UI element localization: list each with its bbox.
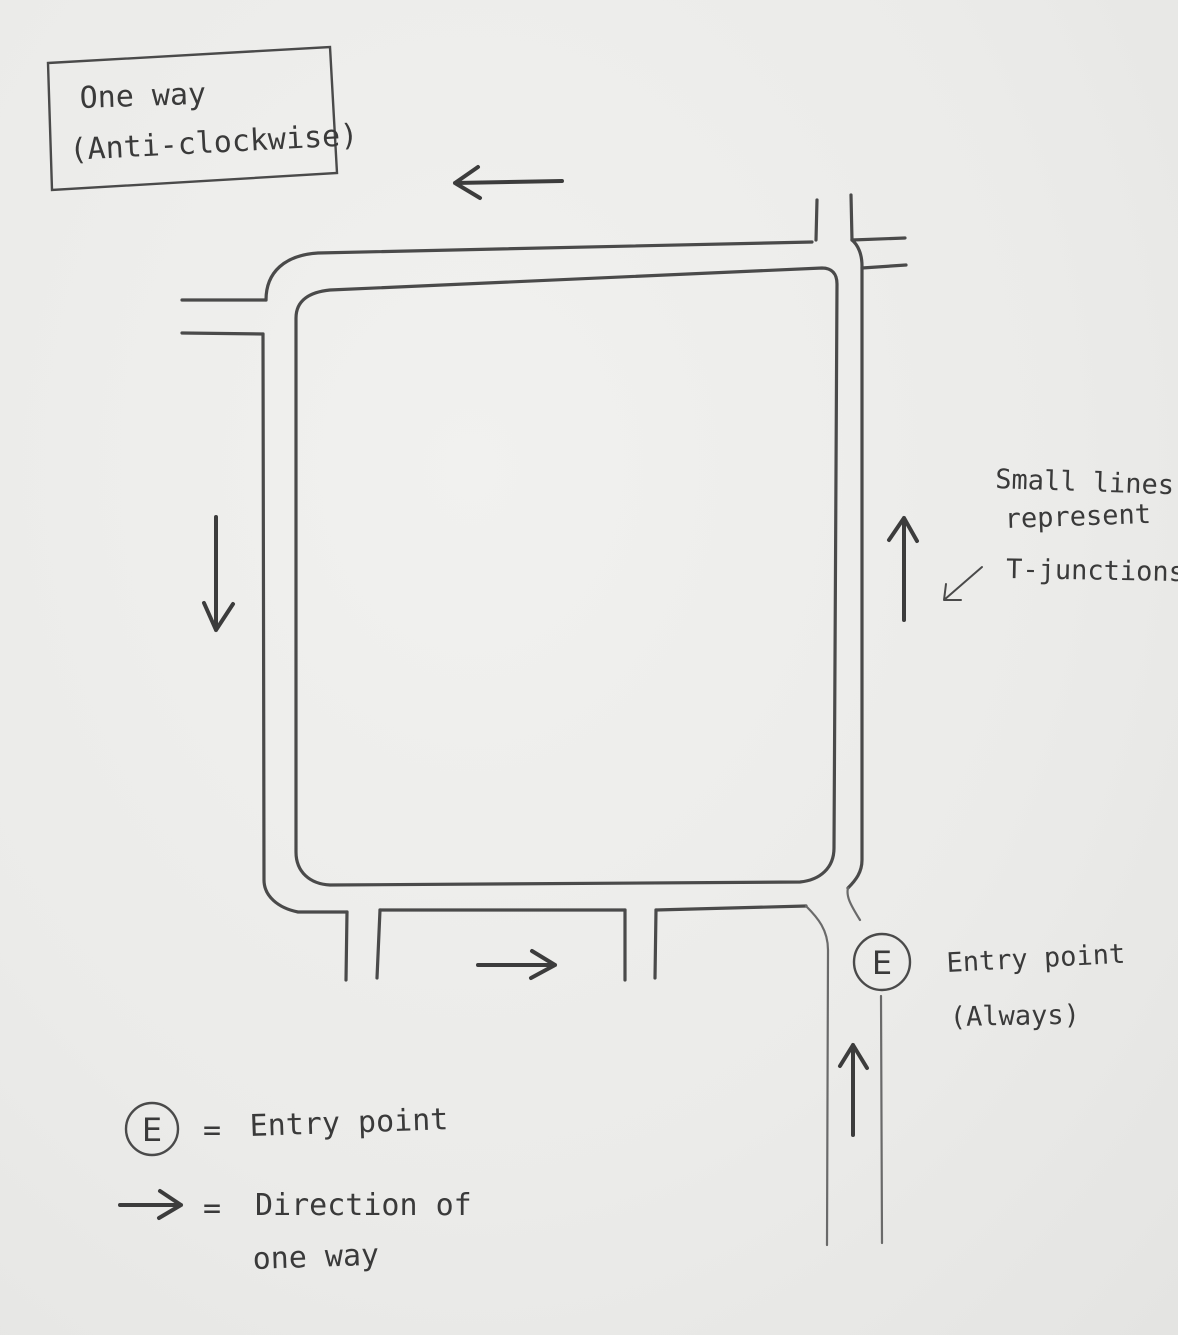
arrow-down-left-icon (943, 566, 983, 601)
legend: E = Entry point = Direction of one way (118, 1101, 472, 1277)
title-line-1: One way (79, 77, 207, 116)
title-box: One way (Anti-clockwise) (46, 45, 359, 192)
road-loop (261, 238, 864, 914)
annotation-line-1: Small lines (995, 464, 1175, 501)
entry-road-right-edge (846, 886, 884, 1245)
legend-arrow-right-icon (118, 1189, 183, 1220)
junction-top-left-line (814, 198, 819, 242)
t-junction-right (850, 236, 908, 270)
legend-direction-text-1: Direction of (255, 1188, 472, 1223)
entry-point-label: Entry point (Always) (946, 939, 1126, 1033)
entry-road (804, 886, 884, 1247)
legend-entry-letter: E (142, 1111, 162, 1149)
t-junction-bottom-middle (623, 908, 658, 982)
arrow-down-icon (202, 515, 235, 632)
legend-entry-equals: = (203, 1113, 221, 1148)
junction-left-lower-line (180, 331, 265, 336)
t-junction-left (180, 298, 268, 336)
legend-entry-row: E = Entry point (124, 1101, 449, 1157)
entry-marker: E (852, 932, 912, 992)
junction-bottom-left-b (375, 908, 382, 980)
legend-direction-row: = Direction of one way (118, 1188, 472, 1277)
legend-entry-text: Entry point (249, 1102, 449, 1144)
entry-label-line-1: Entry point (946, 939, 1126, 979)
road-inner-edge (294, 266, 839, 887)
entry-road-left-edge (804, 904, 830, 1247)
legend-entry-circle (124, 1101, 180, 1157)
entry-marker-letter: E (872, 944, 892, 982)
junction-right-upper-line (850, 236, 907, 242)
legend-direction-equals: = (203, 1191, 221, 1226)
entry-marker-circle (852, 932, 912, 992)
junction-right-lower-line (860, 263, 908, 270)
legend-direction-text-2: one way (252, 1238, 380, 1277)
arrow-left-icon (453, 165, 564, 200)
t-junction-top (814, 193, 854, 242)
entry-arrow-up-icon (838, 1043, 869, 1137)
annotation-line-2: represent (1004, 499, 1151, 535)
annotation-line-3: T-junctions (1006, 554, 1178, 588)
junction-bottom-left-a (344, 910, 349, 982)
title-box-frame (46, 45, 339, 192)
t-junction-annotation: Small lines represent T-junctions (943, 464, 1178, 601)
junction-top-right-line (849, 193, 854, 242)
t-junction-bottom-left (344, 908, 382, 982)
entry-label-line-2: (Always) (950, 1000, 1081, 1033)
junction-bottom-middle-b (653, 908, 658, 980)
road-outer-edge (261, 238, 864, 914)
title-line-2: (Anti-clockwise) (69, 118, 359, 168)
arrow-right-icon (476, 949, 557, 980)
arrow-up-icon (887, 516, 919, 622)
